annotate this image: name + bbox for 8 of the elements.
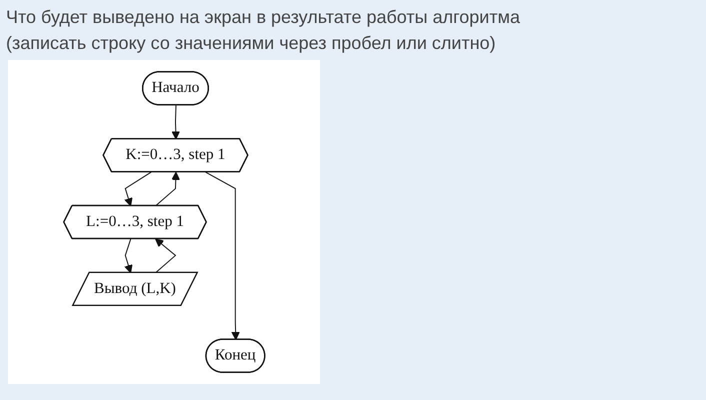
arrow [154,172,180,206]
arrow [124,172,152,206]
arrow [154,238,176,274]
diagram-panel: Начало K:=0…3, step 1 L:=0…3, step 1 Вывод (L,K) Конец [8,60,320,384]
arrow [124,238,132,274]
question-title: Что будет выведено на экран в результате работы алгоритма (записать строку со значениями через пробел или слитно) [6,6,521,55]
arrow [171,104,180,140]
arrow [204,172,240,340]
